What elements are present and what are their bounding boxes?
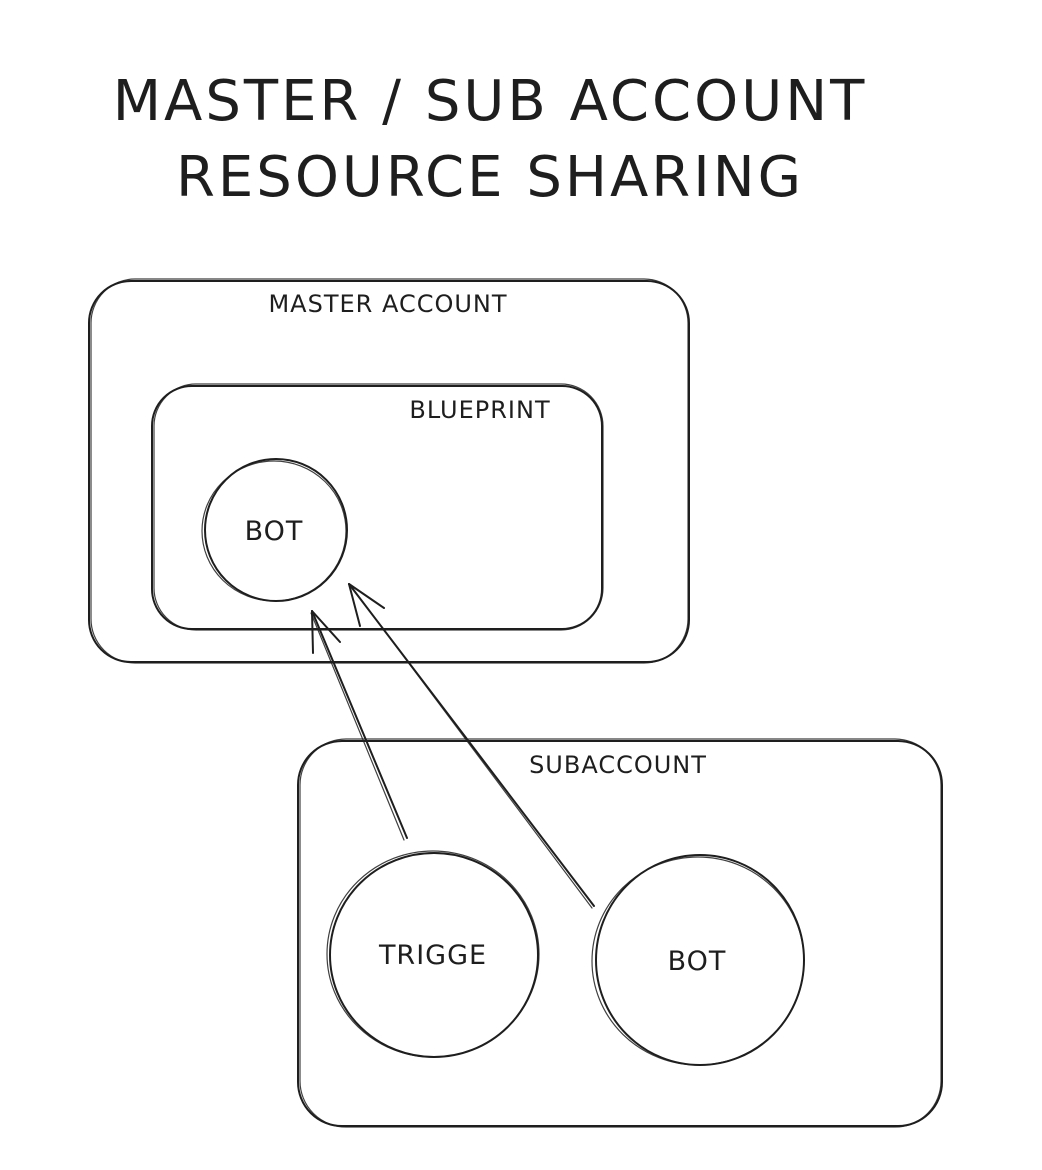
master-account-container[interactable] [88, 278, 690, 664]
sub-bot-label: BOT [668, 946, 727, 977]
sub-trigger-label: TRIGGE [378, 940, 487, 971]
arrow-sub-bot-to-master-bot[interactable] [348, 583, 595, 909]
sub-bot-node[interactable] [591, 854, 805, 1066]
subaccount-label: SUBACCOUNT [529, 751, 707, 779]
master-account-label: MASTER ACCOUNT [268, 290, 507, 318]
sub-trigger-node[interactable] [326, 850, 540, 1058]
diagram-title-line-2: RESOURCE SHARING [176, 145, 804, 210]
blueprint-container[interactable] [151, 383, 604, 631]
diagram-title-line-1: MASTER / SUB ACCOUNT [113, 69, 868, 134]
master-bot-node[interactable] [201, 458, 348, 602]
blueprint-label: BLUEPRINT [409, 396, 550, 424]
master-bot-label: BOT [245, 516, 304, 547]
arrow-trigger-to-master-bot[interactable] [310, 610, 408, 841]
subaccount-container[interactable] [297, 738, 943, 1128]
